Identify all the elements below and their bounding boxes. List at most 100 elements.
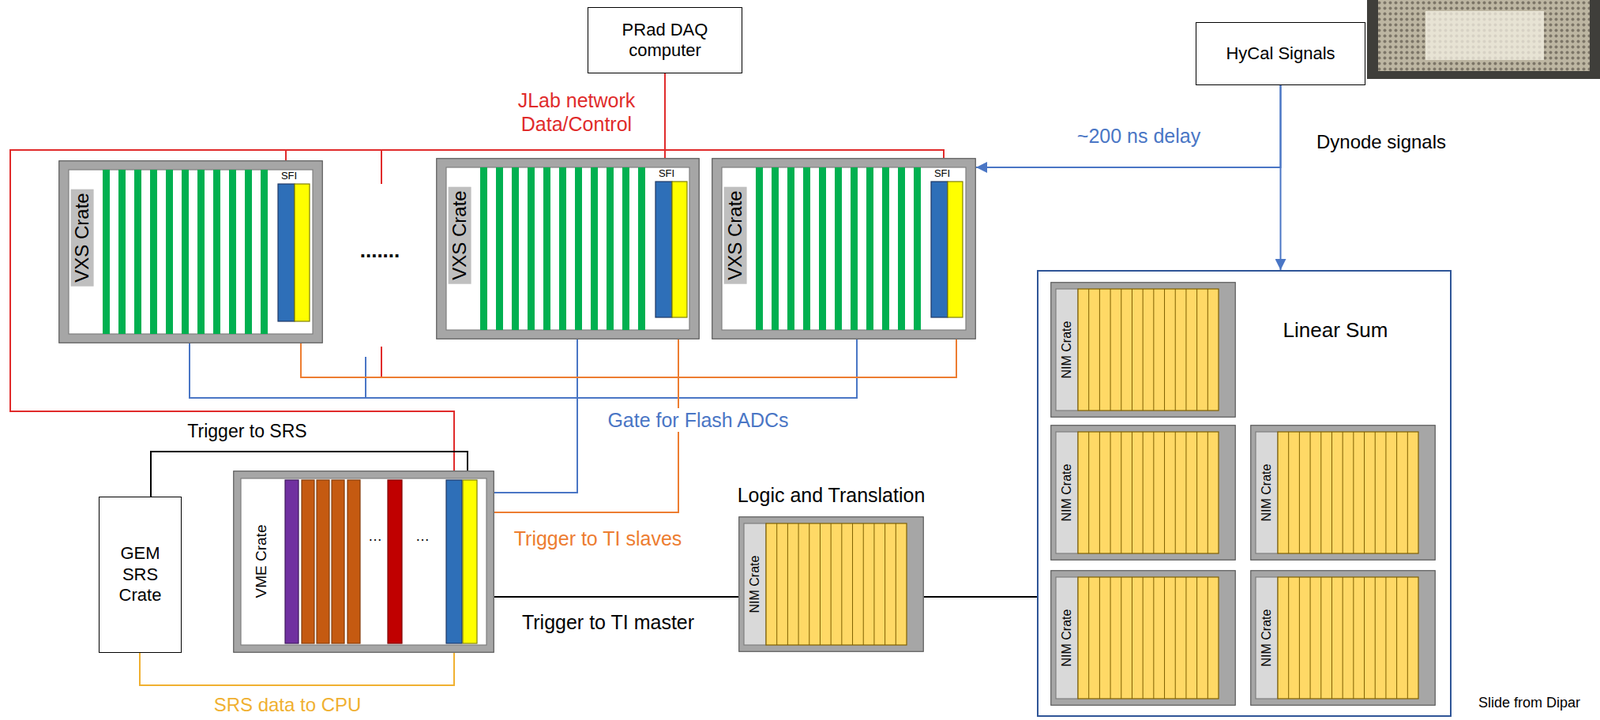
- module-divider: [1299, 577, 1300, 699]
- crate-drawing: [58, 160, 324, 344]
- module-divider: [1153, 431, 1154, 554]
- crate-label: NIM Crate: [1059, 464, 1075, 523]
- calorimeter-photo-frame: [1367, 0, 1600, 79]
- group-heading: Linear Sum: [1283, 318, 1389, 343]
- module-divider: [1142, 431, 1144, 554]
- crate-drawing: [435, 157, 700, 340]
- vme-module: [316, 480, 330, 644]
- group-heading: Logic and Translation: [737, 483, 926, 508]
- module-divider: [852, 523, 853, 646]
- module-divider: [1099, 289, 1101, 411]
- module-divider: [1175, 577, 1176, 699]
- flash-adc-module: [150, 169, 158, 335]
- flash-adc-module: [771, 167, 779, 331]
- crate-drawing: [1050, 424, 1236, 561]
- crate-bay: [446, 167, 690, 331]
- module-divider: [1185, 431, 1187, 554]
- flash-adc-module: [213, 169, 221, 335]
- network-stub: [380, 150, 383, 185]
- module-divider: [1374, 431, 1376, 554]
- module-divider: [787, 523, 789, 646]
- crate-label: VXS Crate: [71, 188, 94, 286]
- module-divider: [1385, 431, 1386, 554]
- module-divider: [1120, 431, 1122, 554]
- flash-adc-module: [787, 167, 795, 331]
- flash-adc-module: [527, 167, 535, 331]
- module-divider: [1407, 431, 1409, 554]
- module-divider: [1131, 431, 1133, 554]
- crate-frame: [233, 471, 495, 654]
- flash-adc-module: [260, 169, 268, 335]
- module-divider: [1385, 577, 1386, 699]
- crate-frame: [59, 161, 324, 344]
- vme-module: [387, 480, 402, 644]
- module-divider: [1088, 577, 1090, 699]
- module-divider: [1120, 289, 1122, 411]
- nim-crate: NIM Crate: [1050, 281, 1236, 418]
- flash-adc-module: [229, 169, 237, 335]
- crate-label: NIM Crate: [1059, 321, 1075, 380]
- crate-label-strip: [1255, 577, 1278, 699]
- module-divider: [1310, 577, 1311, 699]
- crate-drawing: [1250, 424, 1436, 561]
- crate-drawing: [1050, 281, 1236, 418]
- flash-adc-module: [590, 167, 598, 331]
- signal-wire: [923, 596, 1037, 598]
- signal-source-box: HyCal Signals: [1195, 22, 1366, 86]
- wire-label: Trigger to TI master: [518, 610, 698, 635]
- vme-crate: VME Crate……: [232, 470, 495, 654]
- module-divider: [1331, 577, 1333, 699]
- crate-bay: [240, 478, 487, 646]
- module-divider: [1352, 431, 1354, 554]
- module-divider: [798, 523, 800, 646]
- crate-label-strip: [1055, 577, 1078, 699]
- network-stub: [380, 346, 383, 378]
- module-divider: [1110, 289, 1112, 411]
- flash-adc-module: [834, 167, 842, 331]
- crate-frame: [1051, 425, 1236, 561]
- flash-adc-module: [638, 167, 646, 331]
- crate-frame: [1250, 425, 1436, 561]
- crate-bay: [68, 169, 313, 335]
- module-divider: [863, 523, 864, 646]
- module-divider: [841, 523, 842, 646]
- nim-module-bay: [1077, 577, 1219, 699]
- module-divider: [1196, 431, 1198, 554]
- flash-adc-module: [897, 167, 906, 331]
- crate-label: VME Crate: [252, 525, 271, 599]
- module-divider: [1342, 431, 1344, 554]
- module-divider: [1207, 431, 1209, 554]
- vxs-crate: VXS CrateSFI: [711, 157, 977, 340]
- crate-label: NIM Crate: [1059, 609, 1075, 668]
- crate-drawing: [738, 516, 924, 653]
- nim-module-bay: [1277, 431, 1419, 554]
- module-divider: [1185, 577, 1187, 699]
- flash-adc-module: [559, 167, 567, 331]
- crate-label: NIM Crate: [1258, 609, 1274, 668]
- module-divider: [1352, 577, 1354, 699]
- module-divider: [1142, 289, 1144, 411]
- crate-frame: [436, 158, 700, 340]
- flash-adc-module: [118, 169, 126, 335]
- flash-adc-module: [165, 169, 173, 335]
- wire-label: SRS data to CPU: [210, 694, 365, 718]
- module-divider: [1320, 577, 1322, 699]
- module-divider: [1396, 577, 1398, 699]
- signal-wire: [1280, 85, 1282, 271]
- module-divider: [1088, 289, 1090, 411]
- module-divider: [1175, 289, 1176, 411]
- signal-wire: [139, 653, 455, 686]
- crate-drawing: [711, 157, 977, 340]
- crate-bay: [721, 167, 966, 331]
- crate-frame: [1051, 570, 1236, 707]
- crate-drawing: [1250, 570, 1436, 707]
- module-divider: [1207, 289, 1209, 411]
- module-divider: [1185, 289, 1187, 411]
- cpu-module: [446, 480, 462, 644]
- module-divider: [884, 523, 886, 646]
- flash-adc-module: [818, 167, 827, 331]
- crate-label: NIM Crate: [1258, 464, 1274, 523]
- flash-adc-module: [803, 167, 811, 331]
- module-divider: [1396, 431, 1398, 554]
